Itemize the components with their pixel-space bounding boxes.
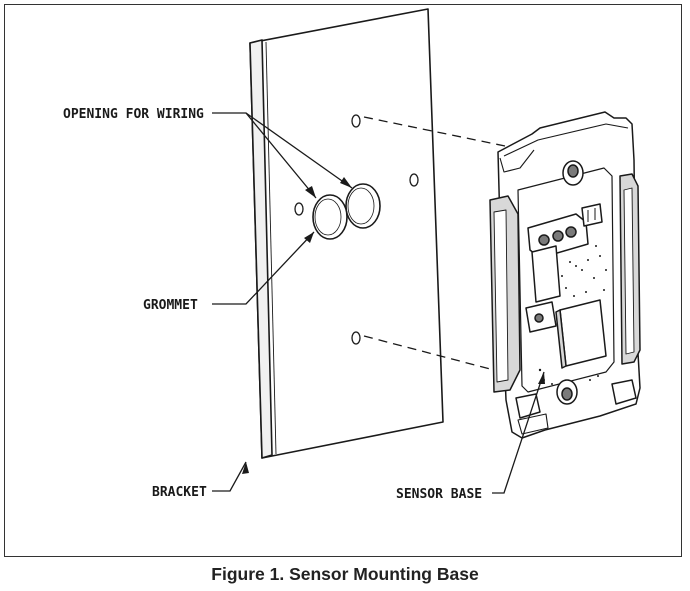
leader-lines	[212, 112, 545, 494]
leader-arrowheads	[242, 177, 545, 474]
sensor-base-label: SENSOR BASE	[396, 487, 482, 502]
bracket-label: BRACKET	[152, 485, 207, 500]
sensor-base	[489, 111, 641, 439]
circuit-board-dots	[538, 245, 607, 385]
mounting-diagram: OPENING FOR WIRING GROMMET BRACKET SENSO…	[63, 8, 641, 502]
opening-for-wiring-label: OPENING FOR WIRING	[63, 107, 204, 122]
bracket-plate	[249, 8, 444, 459]
alignment-lines	[363, 116, 506, 371]
figure-caption: Figure 1. Sensor Mounting Base	[211, 564, 479, 584]
bracket-holes	[294, 114, 419, 345]
grommet-label: GROMMET	[143, 298, 198, 313]
grommets	[312, 183, 381, 240]
